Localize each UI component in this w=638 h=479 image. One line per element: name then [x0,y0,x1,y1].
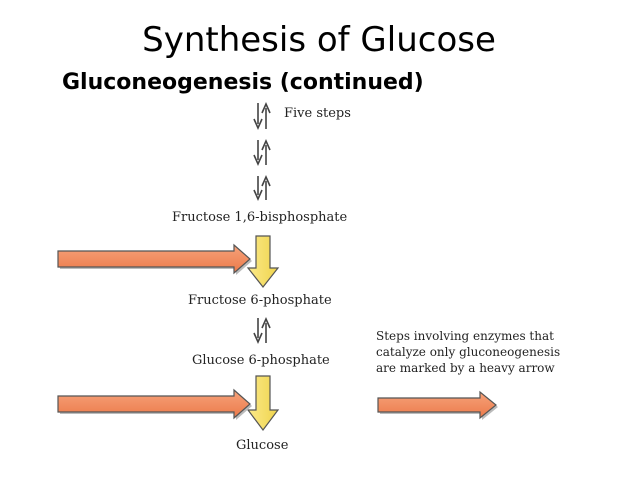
heavy-arrow-icon [57,243,252,275]
reversible-arrows-2 [253,139,271,166]
label-glucose: Glucose [236,438,289,453]
down-arrow-icon [246,235,280,288]
reversible-arrow-icon [253,139,271,166]
reversible-arrows-4 [253,317,271,344]
label-glucose-6-phosphate: Glucose 6-phosphate [192,353,330,368]
reversible-arrow-icon [253,175,271,201]
label-fructose-6-phosphate: Fructose 6-phosphate [188,293,332,308]
reversible-arrows-3 [253,175,271,201]
legend-line-1: Steps involving enzymes that [376,329,554,343]
down-arrow-icon [246,375,280,431]
legend-line-2: catalyze only gluconeogenesis [376,345,561,359]
label-five-steps: Five steps [284,106,351,121]
legend-heavy-arrow-icon [377,390,498,420]
reversible-arrow-icon [253,317,271,344]
slide-subtitle: Gluconeogenesis (continued) [62,70,424,95]
reversible-arrows-1 [253,102,271,130]
legend-line-3: are marked by a heavy arrow [376,361,555,375]
label-fructose-16-bisphosphate: Fructose 1,6-bisphosphate [172,210,348,225]
reversible-arrow-icon [253,102,271,130]
legend-text: Steps involving enzymes that catalyze on… [376,328,560,376]
heavy-arrow-icon [57,388,252,420]
slide-title: Synthesis of Glucose [142,20,496,60]
